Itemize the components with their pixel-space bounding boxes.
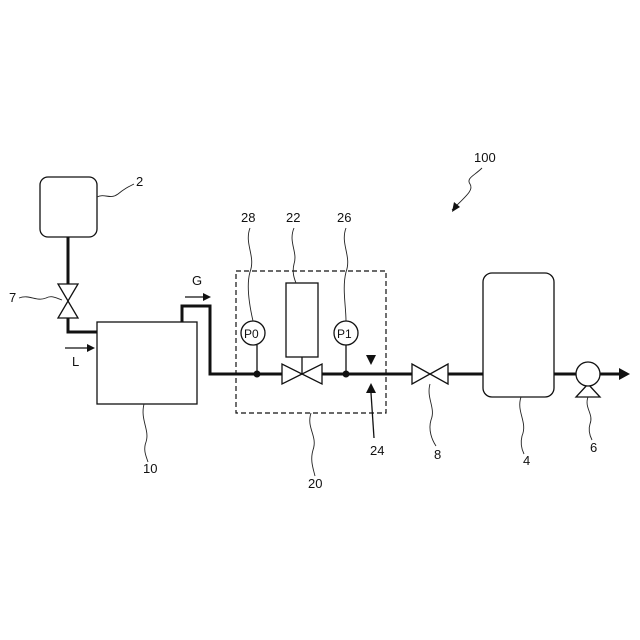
gas-arrow-head: [203, 293, 211, 301]
outlet-arrow-head: [619, 368, 630, 380]
pipe-7-to-10: [68, 318, 97, 332]
leader-26: [344, 228, 348, 321]
label-6: 6: [590, 440, 597, 455]
control-valve-right: [302, 364, 322, 384]
valve-actuator-22: [286, 283, 318, 357]
valve-7: [58, 284, 78, 301]
leader-100: [452, 168, 482, 210]
valve-7-lower: [58, 301, 78, 318]
container-2: [40, 177, 97, 237]
leader-28: [248, 228, 253, 321]
label-L: L: [72, 354, 79, 369]
orifice-bottom: [366, 383, 376, 393]
label-26: 26: [337, 210, 351, 225]
label-24: 24: [370, 443, 384, 458]
tank-10: [97, 322, 197, 404]
leader-2: [97, 184, 134, 197]
leader-20: [310, 413, 315, 476]
leader-7: [19, 297, 62, 300]
leader-10: [143, 404, 148, 462]
label-G: G: [192, 273, 202, 288]
vessel-4: [483, 273, 554, 397]
label-2: 2: [136, 174, 143, 189]
label-4: 4: [523, 453, 530, 468]
label-100: 100: [474, 150, 496, 165]
orifice-top: [366, 355, 376, 365]
leader-4: [520, 397, 524, 454]
leader-6: [587, 397, 592, 440]
orifice-leader: [371, 393, 374, 438]
label-22: 22: [286, 210, 300, 225]
label-28: 28: [241, 210, 255, 225]
control-valve-left: [282, 364, 302, 384]
leader-22: [292, 228, 296, 283]
pump-6: [576, 362, 600, 386]
leader-8: [429, 384, 436, 446]
label-7: 7: [9, 290, 16, 305]
valve-8-left: [412, 364, 430, 384]
liquid-arrow-head: [87, 344, 95, 352]
valve-8-right: [430, 364, 448, 384]
label-10: 10: [143, 461, 157, 476]
gauge-p0-label: P0: [244, 327, 259, 341]
label-8: 8: [434, 447, 441, 462]
label-20: 20: [308, 476, 322, 491]
gauge-p1-label: P1: [337, 327, 352, 341]
